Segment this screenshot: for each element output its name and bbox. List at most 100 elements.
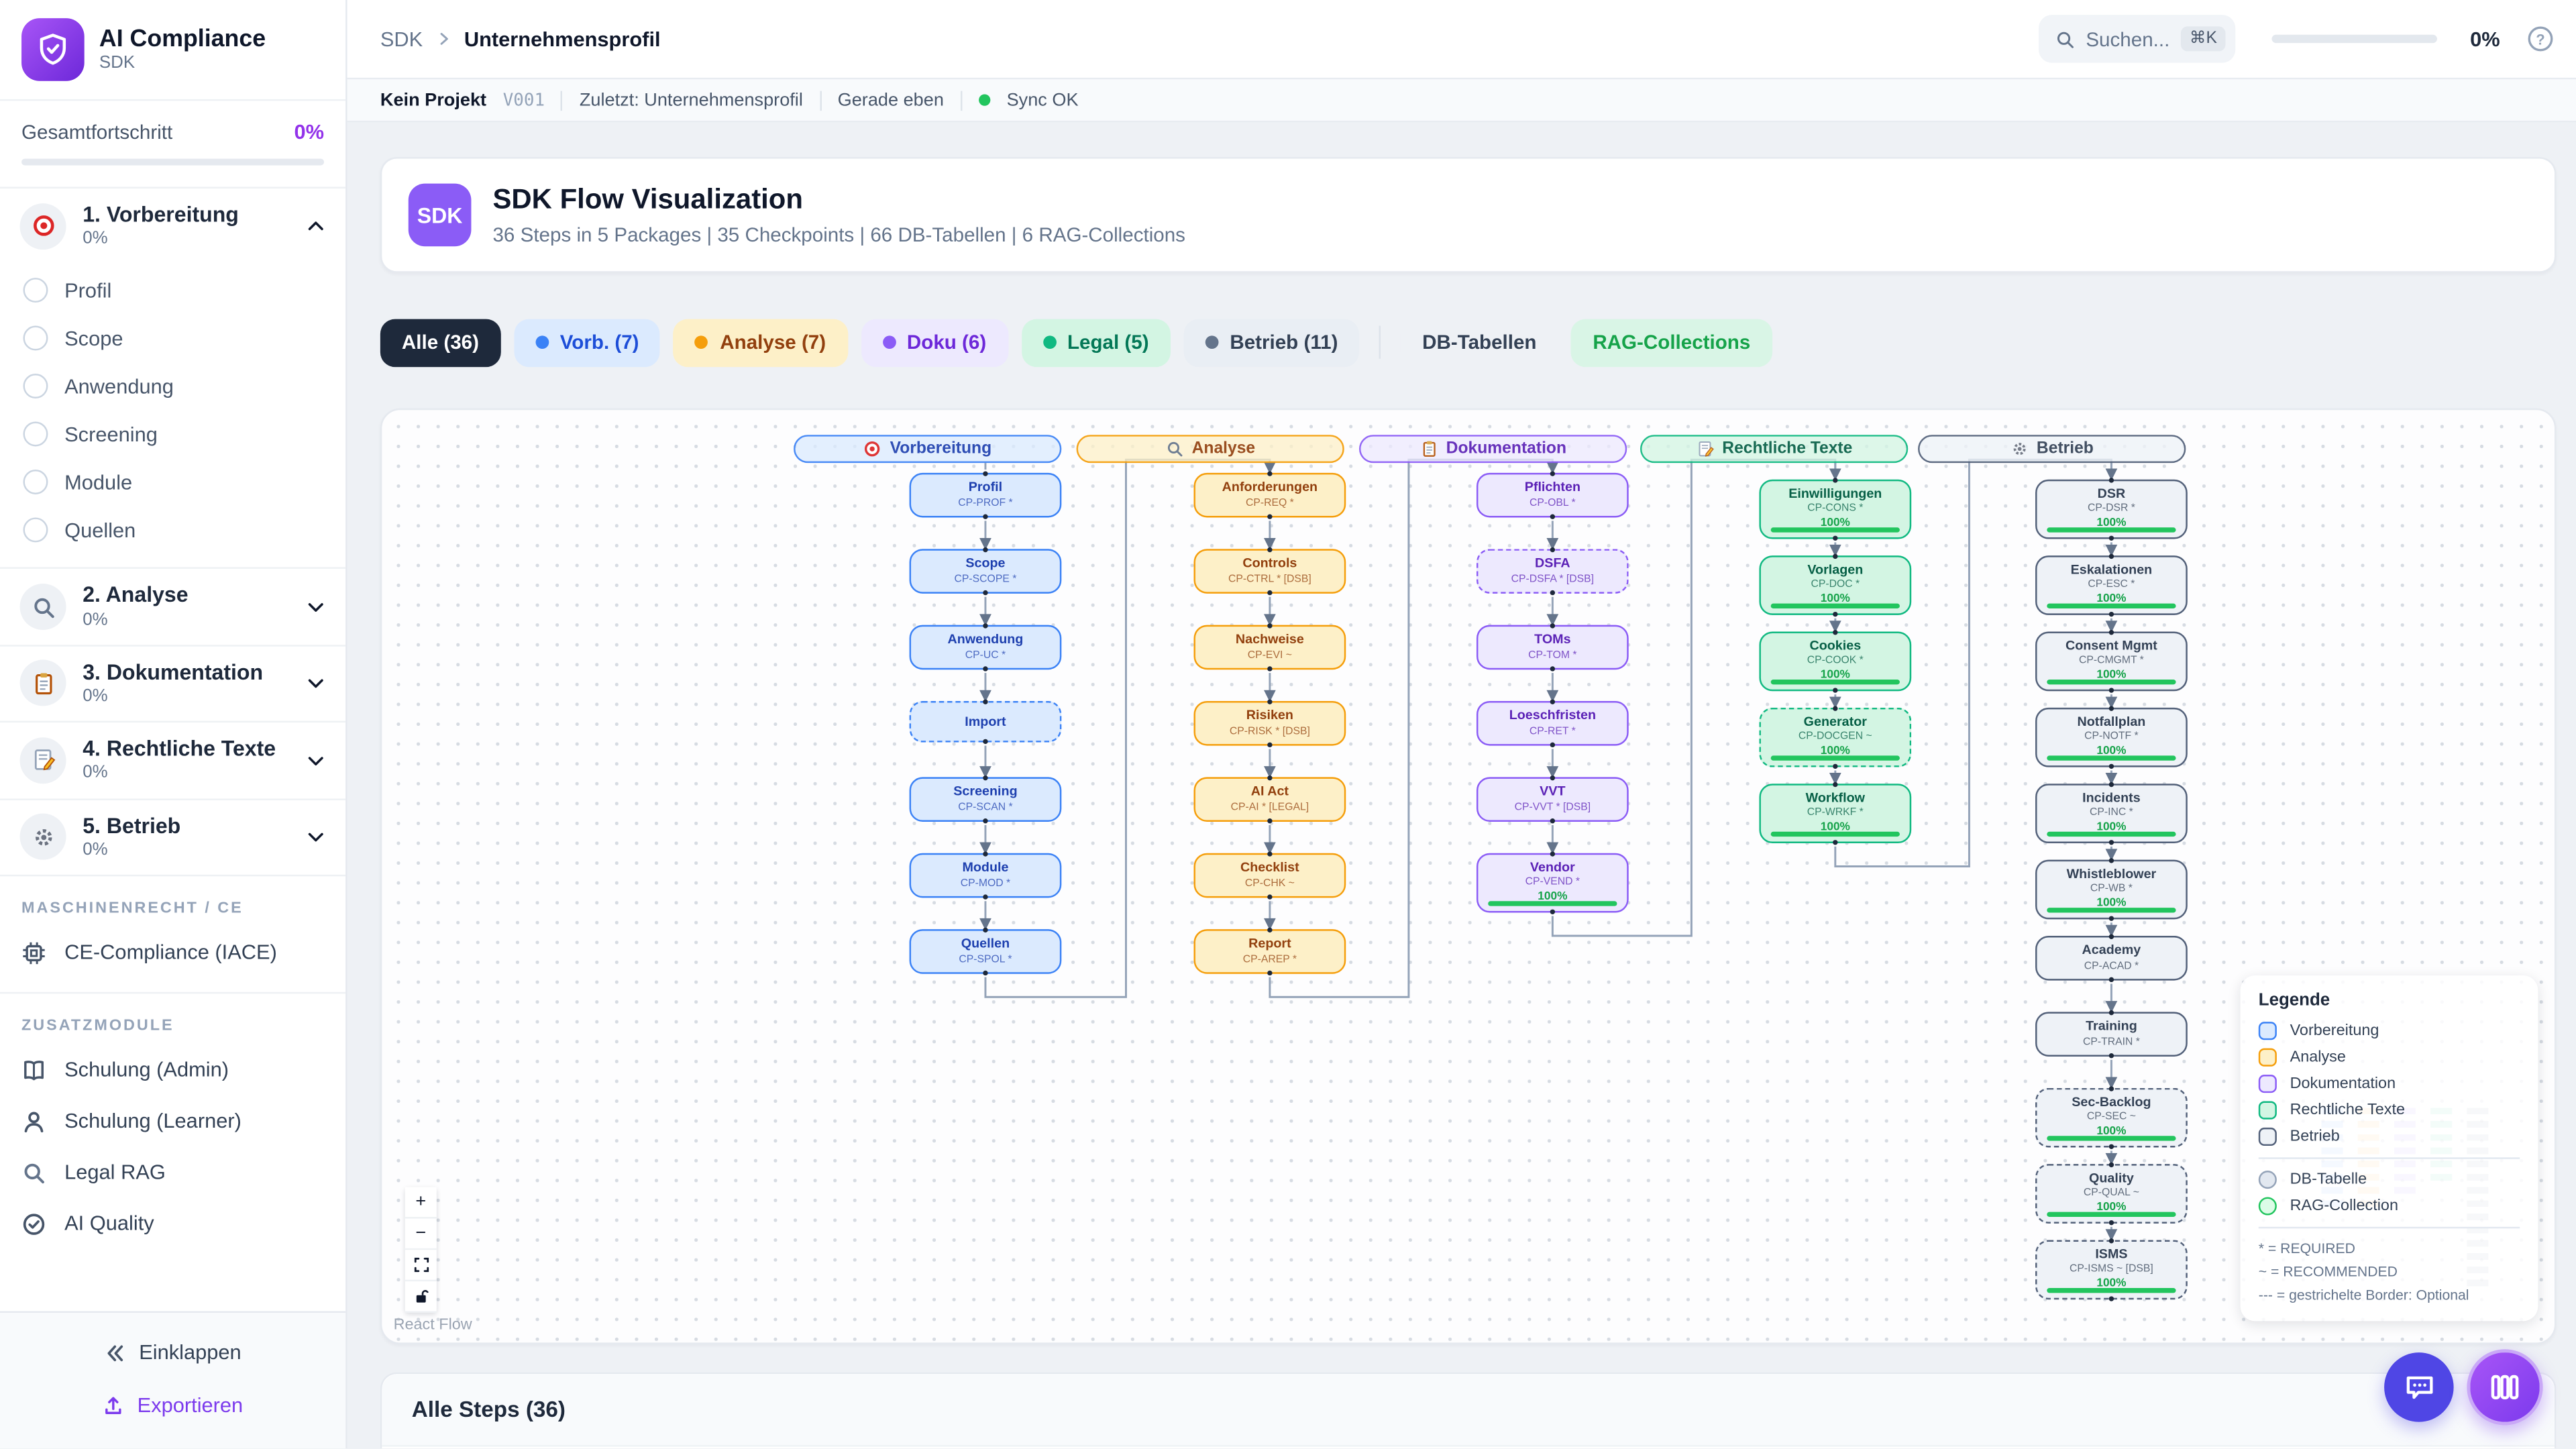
filter-analyse-7-[interactable]: Analyse (7) — [674, 318, 848, 366]
filter-alle-36-[interactable]: Alle (36) — [380, 318, 501, 366]
app-logo — [21, 18, 85, 81]
filter-legal-5-[interactable]: Legal (5) — [1020, 318, 1171, 366]
sidebar-item-ai-quality[interactable]: AI Quality — [0, 1199, 345, 1250]
search-input[interactable]: Suchen... ⌘K — [2037, 15, 2236, 63]
flow-edges — [979, 458, 2118, 1242]
collapse-sidebar-button[interactable]: Einklappen — [88, 1330, 258, 1376]
search-shortcut: ⌘K — [2181, 26, 2226, 52]
gear-icon — [2013, 443, 2026, 455]
main-area: SDK Unternehmensprofil Suchen... ⌘K 0% ?… — [347, 0, 2576, 1449]
node-progress-bar — [2047, 1287, 2176, 1293]
sidebar-step-anwendung[interactable]: Anwendung — [0, 363, 345, 411]
zoom-in-button[interactable]: + — [405, 1187, 437, 1219]
filter-db-tabellen[interactable]: DB-Tabellen — [1401, 318, 1558, 366]
filter-betrieb-11-[interactable]: Betrieb (11) — [1183, 318, 1360, 366]
panel-toggle-button[interactable] — [2467, 1349, 2543, 1426]
last-activity: Zuletzt: Unternehmensprofil — [579, 90, 803, 110]
chat-button[interactable] — [2384, 1352, 2454, 1422]
book-icon — [24, 1060, 44, 1081]
lock-button[interactable] — [405, 1281, 437, 1313]
step-status-circle — [23, 278, 48, 303]
gear-icon — [34, 828, 52, 845]
target-icon — [865, 441, 880, 457]
sidebar-section-title: MASCHINENRECHT / CE — [21, 899, 244, 918]
sidebar-step-profil[interactable]: Profil — [0, 267, 345, 315]
check-icon — [23, 1214, 45, 1235]
sidebar-item-legal-rag[interactable]: Legal RAG — [0, 1147, 345, 1198]
filter-vorb-7-[interactable]: Vorb. (7) — [513, 318, 661, 366]
sidebar-item-schulung-learner-[interactable]: Schulung (Learner) — [0, 1096, 345, 1147]
node-progress-bar — [1770, 678, 1900, 684]
column-header-betrieb[interactable]: Betrieb — [1918, 435, 2186, 464]
sidebar-step-quellen[interactable]: Quellen — [0, 506, 345, 554]
all-steps-panel: Alle Steps (36) — [380, 1372, 2557, 1449]
header-progress-bar — [2271, 34, 2437, 44]
chevron-right-icon — [439, 33, 448, 45]
filter-doku-6-[interactable]: Doku (6) — [860, 318, 1008, 366]
filter-rag-collections[interactable]: RAG-Collections — [1571, 318, 1772, 366]
chevron-down-icon — [308, 680, 323, 689]
column-header-dokumentation[interactable]: Dokumentation — [1358, 435, 1627, 464]
sidebar-step-screening[interactable]: Screening — [0, 411, 345, 458]
clipboard-icon — [34, 673, 52, 694]
flow-node-import[interactable]: Import — [909, 701, 1062, 743]
sidebar-step-scope[interactable]: Scope — [0, 315, 345, 362]
column-header-analyse[interactable]: Analyse — [1076, 435, 1344, 464]
export-button[interactable]: Exportieren — [86, 1382, 260, 1428]
breadcrumb-root[interactable]: SDK — [380, 27, 423, 51]
node-progress-bar — [2047, 527, 2176, 532]
column-header-vorbereitung[interactable]: Vorbereitung — [794, 435, 1062, 464]
sidebar-item-schulung-admin-[interactable]: Schulung (Admin) — [0, 1044, 345, 1095]
zoom-out-button[interactable]: − — [405, 1218, 437, 1250]
all-steps-title: Alle Steps (36) — [382, 1374, 2555, 1447]
sidebar-step-module[interactable]: Module — [0, 459, 345, 506]
column-header-rechtliche-texte[interactable]: Rechtliche Texte — [1640, 435, 1909, 464]
help-icon[interactable]: ? — [2526, 25, 2555, 53]
fit-view-button[interactable] — [405, 1250, 437, 1282]
sidebar-item-ce-compliance-iace-[interactable]: CE-Compliance (IACE) — [0, 927, 345, 978]
